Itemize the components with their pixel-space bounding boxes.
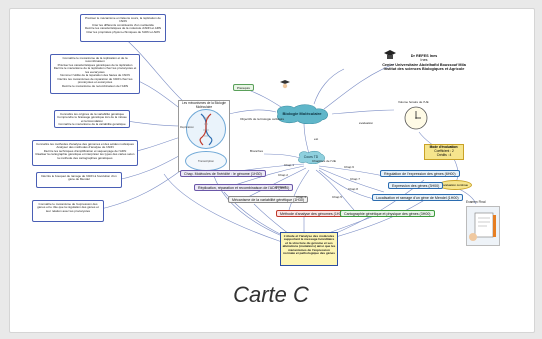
chapter-8: Localisation et ramage d'un gène de Mend… bbox=[372, 194, 463, 201]
chap-link-8: Chap 8 bbox=[348, 187, 358, 191]
learning-outcome-box: L'étude et l'analyse des molécules suppo… bbox=[280, 232, 338, 266]
evaluation-box: Mode d'évaluation: Coefficient : 2 Crédi… bbox=[424, 144, 464, 160]
figure-caption: Carte C bbox=[233, 282, 309, 307]
central-node: Biologie Moléculaire bbox=[272, 104, 332, 124]
continuous-eval-oval: Evaluation continue bbox=[438, 180, 472, 190]
objective-note-6: Connaître le mécanisme de l'expression d… bbox=[32, 200, 104, 222]
cours-label: Cours TD bbox=[303, 155, 319, 159]
institution-logo bbox=[384, 48, 396, 60]
objective-note-4: Connaître les méthodes d'analyse des gén… bbox=[32, 140, 138, 166]
institution-block: Dr REFES Ines Ines Centre Universitaire … bbox=[376, 54, 472, 72]
institution-line-2: Institut des sciences Biologiques et Agr… bbox=[383, 67, 465, 72]
chapter-6: Régulation de l'expression des gènes (6H… bbox=[380, 170, 460, 177]
institution-line-1: Centre Universitaire Abdelhafid Boussouf… bbox=[382, 62, 466, 67]
objective-note-3: Connaître les origines de la variabilité… bbox=[54, 110, 130, 128]
chap-link-1: Chap 1 bbox=[284, 163, 294, 167]
link-label-evaluation: évaluation bbox=[359, 121, 374, 125]
chapter-1: Chap. Molécules de l'héridité : le génom… bbox=[180, 170, 266, 177]
mind-map: Préciser le mécanisme en faisons cours, … bbox=[14, 14, 528, 272]
panel-bottom-label: Transcription bbox=[197, 159, 215, 163]
link-label-program: Chapitres de l'UE bbox=[312, 159, 336, 163]
chapter-3: Mécanisme de la variabilité génétique (1… bbox=[228, 196, 309, 203]
chapter-2: Réplication, réparation et recombinaison… bbox=[194, 184, 294, 191]
chapter-4: Méthode d'analyse des génomes (1H30) bbox=[276, 210, 349, 217]
objective-note-1: Préciser le mécanisme en faisons cours, … bbox=[80, 14, 166, 42]
institution-subtitle: Ines bbox=[420, 58, 428, 63]
prerequisite-tag: Prérequis bbox=[233, 84, 254, 91]
eval-credits: Crédits : 4 bbox=[436, 152, 452, 157]
link-label-objectives: Objectifs de la biologie cellulaire bbox=[240, 117, 285, 121]
chap-link-7: Chap 7 bbox=[350, 177, 360, 181]
chapter-5: Cartographie génétique et physique des g… bbox=[340, 210, 435, 217]
chap-link-3: Chap 3 bbox=[276, 185, 286, 189]
objective-note-5: Décrire le bouquet de ramage de l'ADN à … bbox=[36, 172, 122, 188]
panel-title: Les mécanismes de la Biologie Moléculair… bbox=[182, 101, 226, 109]
eval-coefficient: Coefficient : 2 bbox=[434, 148, 454, 153]
link-label-is: est bbox=[314, 137, 319, 141]
student-icon bbox=[280, 76, 290, 89]
eval-title: Mode d'évaluation: bbox=[429, 145, 459, 149]
clock-icon bbox=[404, 106, 428, 130]
final-exam-label: Examen Final bbox=[466, 200, 486, 204]
institution-author: Dr REFES Ines bbox=[410, 54, 438, 58]
exam-illustration bbox=[466, 206, 500, 246]
dna-circle bbox=[186, 109, 226, 149]
chapter-7: Expression des gènes (3H00) bbox=[388, 182, 444, 189]
dna-helix-icon bbox=[199, 113, 213, 146]
objective-note-2: Connaître le mécanisme de la réplication… bbox=[50, 54, 140, 94]
panel-bottom-oval: Transcription bbox=[185, 151, 227, 171]
link-label-branches: Branches bbox=[250, 149, 264, 153]
chap-link-6: Chap 6 bbox=[344, 165, 354, 169]
panel-side-label: Réplication bbox=[180, 125, 194, 129]
cours-td-node: Cours TD bbox=[296, 150, 326, 164]
chap-link-4: Chap 4 bbox=[296, 195, 306, 199]
chap-link-5: Chap 5 bbox=[332, 195, 342, 199]
schedule-title: Volume horaire de l'UE bbox=[398, 100, 429, 104]
central-label: Biologie Moléculaire bbox=[282, 111, 322, 116]
chap-link-2: Chap 2 bbox=[278, 173, 288, 177]
dna-mechanism-panel: Les mécanismes de la Biologie Moléculair… bbox=[178, 100, 230, 172]
